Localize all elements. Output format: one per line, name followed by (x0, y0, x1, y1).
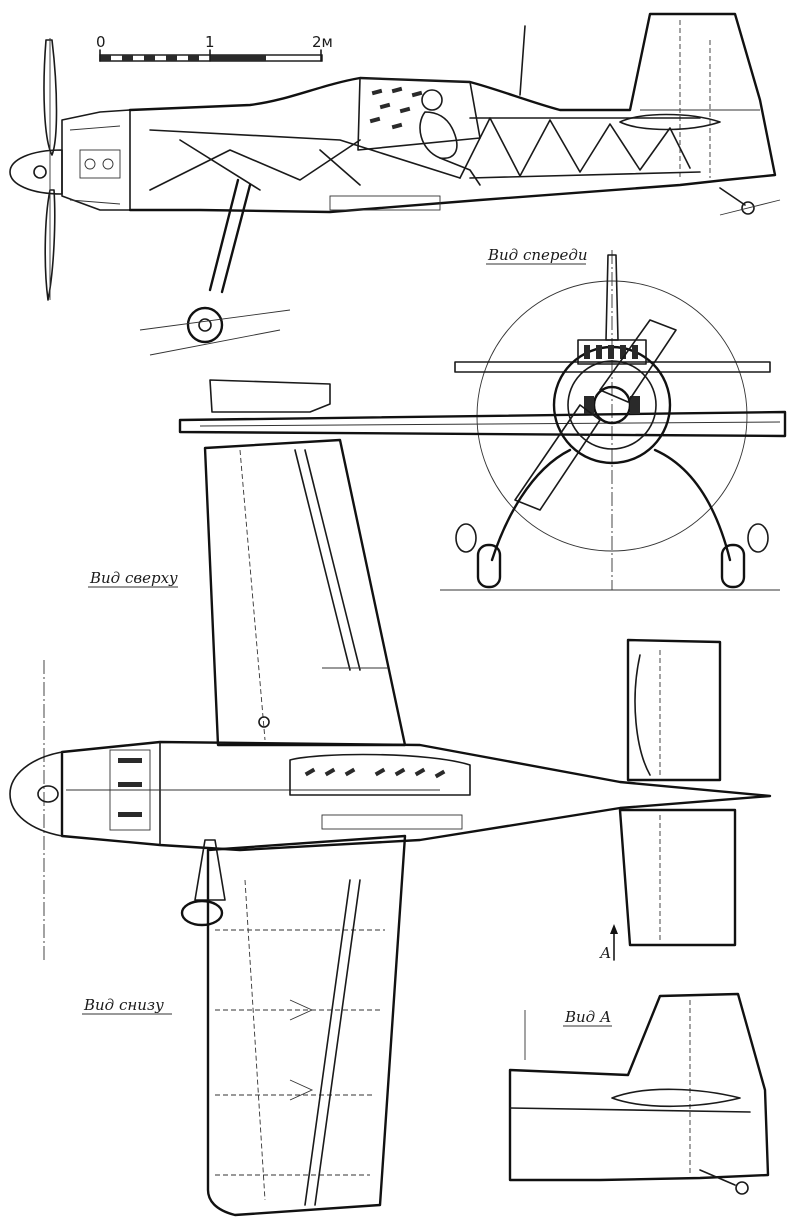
view-a-label: Вид А (564, 1008, 611, 1026)
plan-view: А (9, 379, 772, 1217)
scale-tick-2: 2м (312, 33, 333, 51)
side-view (9, 12, 781, 356)
arrow-a-label: А (599, 944, 611, 962)
bottom-view-label: Вид снизу (83, 996, 164, 1014)
front-view (178, 250, 787, 591)
scale-bar: 0 1 2м (96, 33, 333, 62)
front-view-label: Вид спереди (487, 246, 588, 264)
scale-tick-0: 0 (96, 33, 106, 51)
view-a (508, 992, 770, 1195)
scale-tick-1: 1 (205, 33, 215, 51)
top-view-label: Вид сверху (89, 569, 178, 587)
